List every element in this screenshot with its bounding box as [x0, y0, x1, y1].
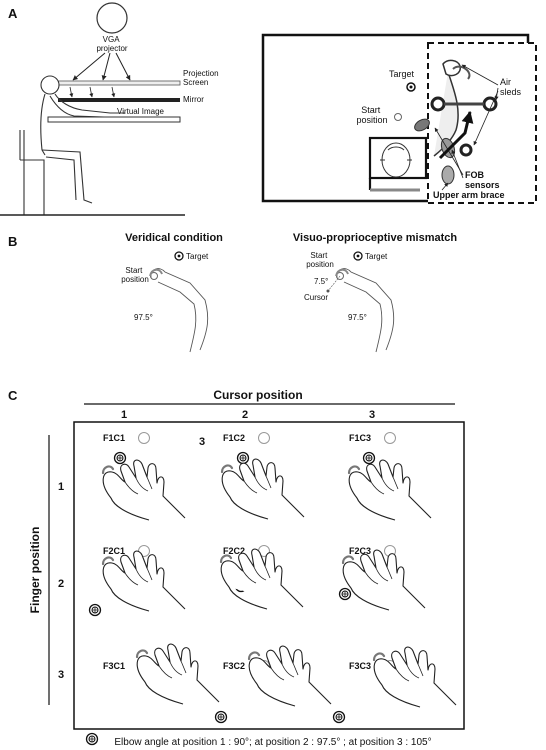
target-marker [138, 432, 150, 444]
cursor-crosshair [366, 455, 372, 461]
mismatch-title: Visuo-proprioceptive mismatch [293, 232, 458, 244]
cursor-crosshair [240, 455, 246, 461]
veridical-title: Veridical condition [125, 232, 223, 244]
head-top-view [380, 142, 412, 178]
cursor-crosshair [89, 736, 95, 742]
mirror [58, 98, 180, 102]
cell-label: F1C1 [103, 433, 125, 443]
table-surface [47, 116, 181, 123]
offset-angle-label: 7.5° [314, 277, 328, 286]
workspace-diagram: Target Start position Air sleds FOB sens… [261, 33, 537, 204]
veridical-angle-label: 97.5° [134, 313, 153, 322]
projection-screen [57, 80, 181, 86]
panel-label-b: B [8, 234, 17, 249]
column-label: 2 [242, 409, 248, 421]
seated-participant [19, 75, 125, 215]
panel-b-conditions: Veridical condition Visuo-proprioceptive… [121, 232, 458, 353]
mismatch-target-label: Target [365, 252, 388, 261]
caption: Elbow angle at position 1 : 90°; at posi… [114, 737, 431, 748]
cursor-position-title: Cursor position [213, 388, 302, 402]
veridical-start-label: Start position [121, 266, 149, 284]
air-sled-icon [459, 143, 473, 157]
row-label: 3 [58, 669, 64, 681]
cell-label: F3C2 [223, 661, 245, 671]
mirror-label: Mirror [183, 95, 204, 104]
air-sleds-label: Air sleds [500, 77, 522, 97]
panel-c-grid: Cursor position 1 2 3 Finger position 1 … [28, 388, 465, 748]
fob-sensors-label: FOB sensors [465, 170, 500, 190]
cell-label: F2C3 [349, 546, 371, 556]
cell-label: F2C1 [103, 546, 125, 556]
cursor-crosshair [336, 714, 342, 720]
panel-label-a: A [8, 6, 18, 21]
projector-icon [96, 2, 128, 34]
cursor-crosshair [92, 607, 98, 613]
apparatus-schematic: VGA projector Projection Screen Mirror V… [0, 2, 221, 216]
column-label: 3 [369, 409, 375, 421]
cell-label: F1C2 [223, 433, 245, 443]
row-label: 2 [58, 578, 64, 590]
column-label: 1 [121, 409, 127, 421]
target-marker [258, 432, 270, 444]
start-position-marker [394, 113, 402, 121]
cursor-crosshair [117, 455, 123, 461]
target-label: Target [389, 69, 415, 79]
target-marker [384, 432, 396, 444]
cell-label: F1C3 [349, 433, 371, 443]
cell-label: F2C2 [223, 546, 245, 556]
row-label: 1 [58, 481, 64, 493]
veridical-target-label: Target [186, 252, 209, 261]
panel-label-c: C [8, 388, 18, 403]
cursor-crosshair [218, 714, 224, 720]
mismatch-start-label: Start position [306, 251, 334, 269]
cell-label: F3C3 [349, 661, 371, 671]
projector-label: VGA projector [96, 35, 127, 53]
air-sled-icon [430, 96, 446, 112]
projection-screen-label: Projection Screen [183, 69, 221, 87]
cursor-crosshair [342, 591, 348, 597]
stray-label: 3 [199, 436, 205, 448]
cursor-label: Cursor [304, 293, 328, 302]
start-position-label: Start position [356, 105, 387, 125]
cell-label: F3C1 [103, 661, 125, 671]
upper-arm-brace-label: Upper arm brace [433, 190, 505, 200]
virtual-image-label: Virtual Image [117, 107, 165, 116]
mismatch-angle-label: 97.5° [348, 313, 367, 322]
finger-position-title: Finger position [28, 527, 42, 614]
